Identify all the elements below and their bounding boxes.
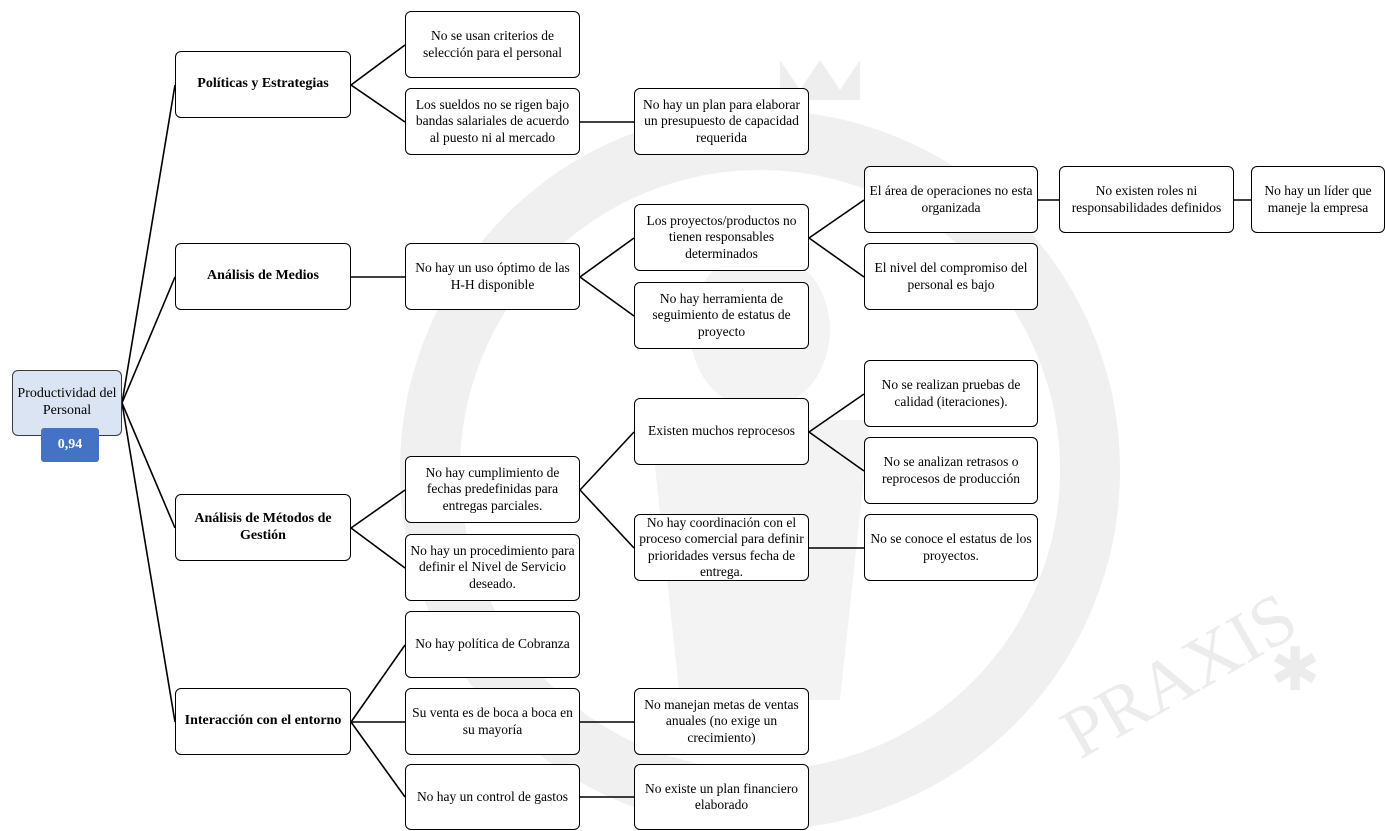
cause-pruebas-calidad: No se realizan pruebas de calidad (itera… bbox=[864, 360, 1038, 427]
cause-retrasos: No se analizan retrasos o reprocesos de … bbox=[864, 437, 1038, 504]
cause-sin-herramienta: No hay herramienta de seguimiento de est… bbox=[634, 282, 809, 349]
connector-line bbox=[579, 431, 635, 491]
cause-label: Existen muchos reprocesos bbox=[648, 423, 795, 439]
cause-label: No hay un procedimiento para definir el … bbox=[410, 543, 575, 591]
connector-line bbox=[121, 84, 176, 404]
cause-label: No se usan criterios de selección para e… bbox=[422, 28, 563, 60]
category-label: Análisis de Medios bbox=[206, 268, 319, 284]
connector-line bbox=[808, 393, 865, 433]
cause-cumplimiento-fechas: No hay cumplimiento de fechas predefinid… bbox=[405, 456, 580, 523]
cause-label: No manejan metas de ventas anuales (no e… bbox=[644, 697, 799, 745]
connector-line bbox=[808, 199, 865, 239]
cause-politica-cobranza: No hay política de Cobranza bbox=[405, 611, 580, 678]
connector-line bbox=[350, 721, 406, 798]
cause-label: No hay un uso óptimo de las H-H disponib… bbox=[415, 260, 570, 292]
cause-criterios-seleccion: No se usan criterios de selección para e… bbox=[405, 11, 580, 78]
connector-line bbox=[121, 402, 176, 529]
root-label: Productividad del Personal bbox=[17, 386, 117, 418]
cause-sin-responsables: Los proyectos/productos no tienen respon… bbox=[634, 204, 809, 271]
cause-nivel-servicio: No hay un procedimiento para definir el … bbox=[405, 534, 580, 601]
category-interaccion-entorno: Interacción con el entorno bbox=[175, 688, 351, 755]
cause-label: No hay un plan para elaborar un presupue… bbox=[642, 97, 801, 145]
cause-label: No existe un plan financiero elaborado bbox=[645, 780, 798, 812]
cause-label: No hay coordinación con el proceso comer… bbox=[639, 515, 804, 579]
root-node: Productividad del Personal bbox=[12, 370, 122, 436]
score-badge: 0,94 bbox=[41, 428, 99, 462]
connector-line bbox=[579, 276, 635, 317]
category-politicas: Políticas y Estrategias bbox=[175, 51, 351, 118]
cause-sueldos: Los sueldos no se rigen bajo bandas sala… bbox=[405, 88, 580, 155]
cause-label: No hay cumplimiento de fechas predefinid… bbox=[425, 465, 560, 513]
cause-label: No se analizan retrasos o reprocesos de … bbox=[882, 454, 1020, 486]
cause-label: No hay herramienta de seguimiento de est… bbox=[652, 291, 791, 339]
connector-line bbox=[121, 402, 176, 723]
cause-label: El área de operaciones no esta organizad… bbox=[869, 183, 1033, 215]
category-analisis-medios: Análisis de Medios bbox=[175, 243, 351, 310]
cause-control-gastos: No hay un control de gastos bbox=[405, 764, 580, 830]
connector-line bbox=[350, 489, 406, 529]
cause-metas-ventas: No manejan metas de ventas anuales (no e… bbox=[634, 688, 809, 755]
cause-label: El nivel del compromiso del personal es … bbox=[874, 260, 1028, 292]
category-label: Políticas y Estrategias bbox=[197, 76, 329, 92]
cause-label: No hay un líder que maneje la empresa bbox=[1264, 183, 1372, 215]
cause-label: No se conoce el estatus de los proyectos… bbox=[870, 531, 1032, 563]
cause-lider: No hay un líder que maneje la empresa bbox=[1251, 166, 1385, 233]
cause-label: No existen roles ni responsabilidades de… bbox=[1071, 183, 1222, 215]
cause-uso-hh: No hay un uso óptimo de las H-H disponib… bbox=[405, 243, 580, 310]
cause-reprocesos: Existen muchos reprocesos bbox=[634, 398, 809, 465]
connector-line bbox=[350, 527, 406, 569]
cause-label: Los proyectos/productos no tienen respon… bbox=[646, 213, 797, 261]
cause-label: No hay un control de gastos bbox=[416, 788, 569, 804]
connector-line bbox=[579, 489, 635, 549]
cause-sin-coordinacion: No hay coordinación con el proceso comer… bbox=[634, 514, 809, 581]
watermark-star: ✱ bbox=[1270, 637, 1320, 703]
category-metodos-gestion: Análisis de Métodos de Gestión bbox=[175, 494, 351, 561]
cause-plan-financiero: No existe un plan financiero elaborado bbox=[634, 764, 809, 830]
connector-line bbox=[808, 237, 865, 278]
category-label: Interacción con el entorno bbox=[184, 713, 342, 729]
connector-line bbox=[350, 644, 406, 723]
connector-line bbox=[350, 84, 406, 123]
connector-line bbox=[121, 276, 176, 404]
cause-label: No hay política de Cobranza bbox=[415, 636, 570, 652]
cause-label: Los sueldos no se rigen bajo bandas sala… bbox=[415, 97, 570, 145]
cause-area-operaciones: El área de operaciones no esta organizad… bbox=[864, 166, 1038, 233]
connector-line bbox=[579, 237, 635, 278]
category-label: Análisis de Métodos de Gestión bbox=[194, 510, 332, 543]
cause-roles: No existen roles ni responsabilidades de… bbox=[1059, 166, 1234, 233]
connector-line bbox=[808, 431, 865, 472]
cause-estatus-proyectos: No se conoce el estatus de los proyectos… bbox=[864, 514, 1038, 581]
cause-venta-boca: Su venta es de boca a boca en su mayoría bbox=[405, 688, 580, 755]
cause-plan-presupuesto: No hay un plan para elaborar un presupue… bbox=[634, 88, 809, 155]
cause-label: No se realizan pruebas de calidad (itera… bbox=[881, 377, 1021, 409]
connector-line bbox=[350, 44, 406, 86]
cause-label: Su venta es de boca a boca en su mayoría bbox=[412, 705, 573, 737]
cause-compromiso: El nivel del compromiso del personal es … bbox=[864, 243, 1038, 310]
